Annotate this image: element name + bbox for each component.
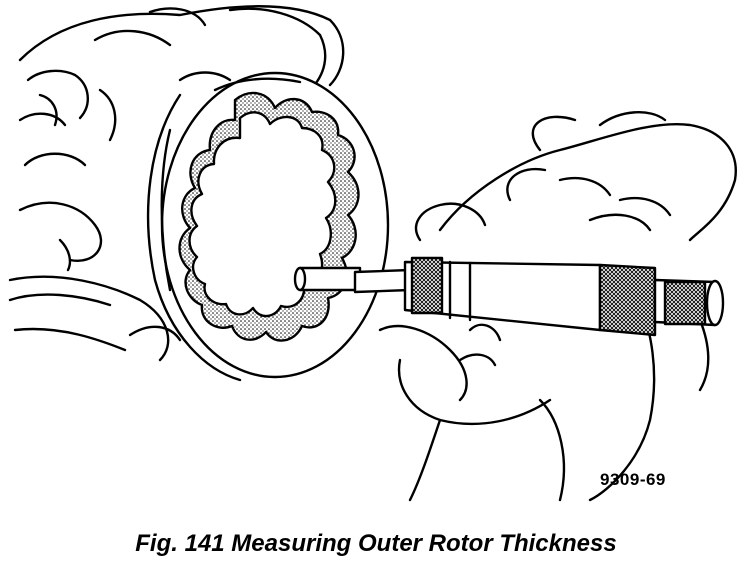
line-drawing-illustration [8,5,737,502]
micrometer [293,256,725,337]
outer-rotor [146,71,390,382]
right-hand [378,111,737,502]
figure-reference-number: 9309-69 [600,470,666,489]
figure-caption: Fig. 141 Measuring Outer Rotor Thickness [135,530,617,557]
left-hand [8,5,345,362]
